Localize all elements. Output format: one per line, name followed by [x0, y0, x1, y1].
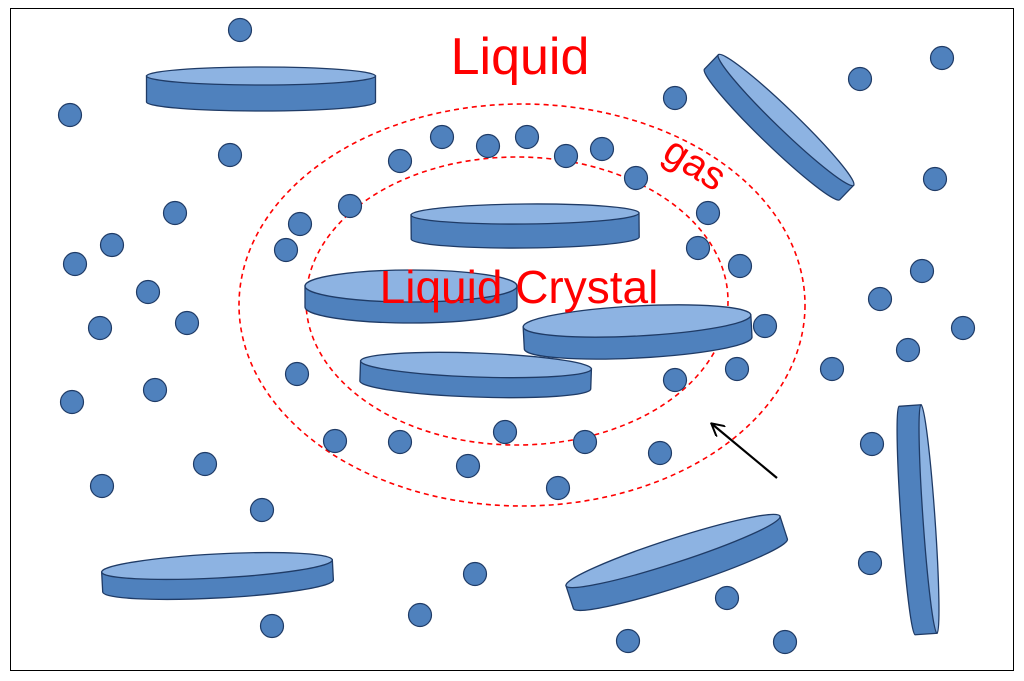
gas-molecule: [922, 166, 948, 192]
gas-molecule: [950, 315, 976, 341]
gas-molecule: [514, 124, 540, 150]
disc-face: [522, 304, 752, 338]
gas-molecule: [57, 102, 83, 128]
discotic-molecule: [304, 269, 518, 324]
gas-molecule: [89, 473, 115, 499]
disc-face: [717, 53, 855, 187]
gas-molecule: [589, 136, 615, 162]
gas-molecule: [273, 237, 299, 263]
gas-molecule: [174, 310, 200, 336]
liquid-label: Liquid: [451, 28, 590, 86]
gas-molecule: [337, 193, 363, 219]
gas-molecule: [859, 431, 885, 457]
discotic-molecules: [100, 53, 940, 636]
gas-molecule: [62, 251, 88, 277]
gas-molecule: [59, 389, 85, 415]
transition-arrow: [712, 424, 778, 479]
gas-molecule: [284, 361, 310, 387]
gas-molecule: [553, 143, 579, 169]
gas-molecule: [87, 315, 113, 341]
gas-molecule: [895, 337, 921, 363]
gas-molecule: [387, 148, 413, 174]
discotic-molecule: [522, 304, 753, 360]
gas-molecule: [217, 142, 243, 168]
gas-molecule: [545, 475, 571, 501]
gas-molecule: [615, 628, 641, 654]
gas-molecule: [647, 440, 673, 466]
gas-molecule: [475, 133, 501, 159]
disc-side: [703, 53, 855, 201]
gas-molecule: [162, 200, 188, 226]
gas-molecule: [322, 428, 348, 454]
discotic-molecule: [100, 551, 335, 601]
gas-molecule: [192, 451, 218, 477]
gas-molecule: [724, 356, 750, 382]
gas-molecule: [572, 429, 598, 455]
disc-face: [410, 203, 640, 225]
disc-side: [896, 404, 938, 636]
gas-molecule: [662, 85, 688, 111]
gas-molecule: [662, 367, 688, 393]
disc-face: [918, 404, 940, 634]
disc-face: [304, 269, 518, 303]
disc-face: [359, 351, 593, 379]
liquid-crystal-label: Liquid Crystal: [380, 261, 659, 313]
gas-molecule: [727, 253, 753, 279]
discotic-molecule: [145, 66, 377, 112]
gas-molecule: [695, 200, 721, 226]
gas-molecule: [462, 561, 488, 587]
discotic-molecule: [410, 203, 640, 249]
gas-molecule: [287, 211, 313, 237]
gas-molecule: [407, 602, 433, 628]
discotic-molecule: [359, 351, 593, 399]
gas-label: gas: [656, 128, 734, 199]
discotic-molecule: [565, 513, 789, 612]
gas-molecule: [142, 377, 168, 403]
disc-face: [145, 66, 377, 86]
discotic-molecule: [703, 53, 855, 201]
gas-molecule: [492, 419, 518, 445]
gas-molecule: [909, 258, 935, 284]
gas-molecules: [57, 17, 976, 655]
gas-molecule: [259, 613, 285, 639]
gas-molecule: [623, 165, 649, 191]
disc-face: [565, 513, 781, 589]
gas-molecule: [867, 286, 893, 312]
gas-molecule: [685, 235, 711, 261]
gas-molecule: [249, 497, 275, 523]
gas-molecule: [227, 17, 253, 43]
disc-face: [101, 551, 333, 581]
gas-molecule: [135, 279, 161, 305]
disc-side: [145, 75, 377, 112]
gas-molecule: [455, 453, 481, 479]
gas-molecule: [857, 550, 883, 576]
gas-molecule: [752, 313, 778, 339]
gas-molecule: [429, 124, 455, 150]
gas-molecule: [99, 232, 125, 258]
gas-molecule: [819, 356, 845, 382]
gas-molecule: [929, 45, 955, 71]
gas-molecule: [714, 585, 740, 611]
gas-boundary-outer: [238, 103, 806, 507]
discotic-molecule: [896, 404, 940, 636]
gas-molecule: [772, 629, 798, 655]
gas-molecule: [847, 66, 873, 92]
gas-molecule: [387, 429, 413, 455]
diagram-frame: [10, 8, 1014, 671]
